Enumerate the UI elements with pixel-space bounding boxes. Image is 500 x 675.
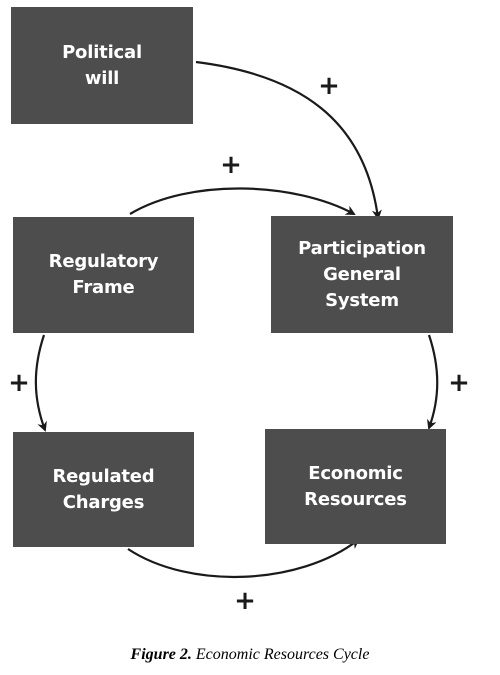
figure-caption: Figure 2. Economic Resources Cycle: [0, 646, 500, 664]
sign-regulatory-to-participation: +: [220, 150, 242, 180]
arrow-political-to-participation: [195, 60, 382, 220]
arrow-participation-to-economic: [427, 334, 439, 430]
node-political-will: Political will: [11, 7, 193, 124]
figure-title: Economic Resources Cycle: [195, 646, 370, 663]
arrow-regulatory-to-charges: [34, 334, 47, 432]
arrow-regulatory-to-participation: [129, 187, 356, 215]
node-economic-resources: Economic Resources: [265, 429, 446, 544]
sign-participation-to-economic: +: [448, 368, 470, 398]
node-regulated-charges: Regulated Charges: [13, 432, 194, 547]
node-label: Regulated Charges: [52, 465, 155, 513]
node-label: Political will: [62, 41, 142, 89]
node-label: Participation General System: [298, 237, 426, 311]
node-participation-general-system: Participation General System: [271, 216, 453, 333]
node-regulatory-frame: Regulatory Frame: [13, 217, 194, 333]
figure-number: Figure 2.: [130, 646, 192, 663]
arrow-charges-to-economic: [127, 538, 360, 579]
sign-regulatory-to-charges: +: [8, 368, 30, 398]
node-label: Economic Resources: [304, 462, 407, 510]
node-label: Regulatory Frame: [48, 251, 159, 298]
sign-political-to-participation: +: [318, 71, 340, 101]
sign-charges-to-economic: +: [234, 586, 256, 616]
